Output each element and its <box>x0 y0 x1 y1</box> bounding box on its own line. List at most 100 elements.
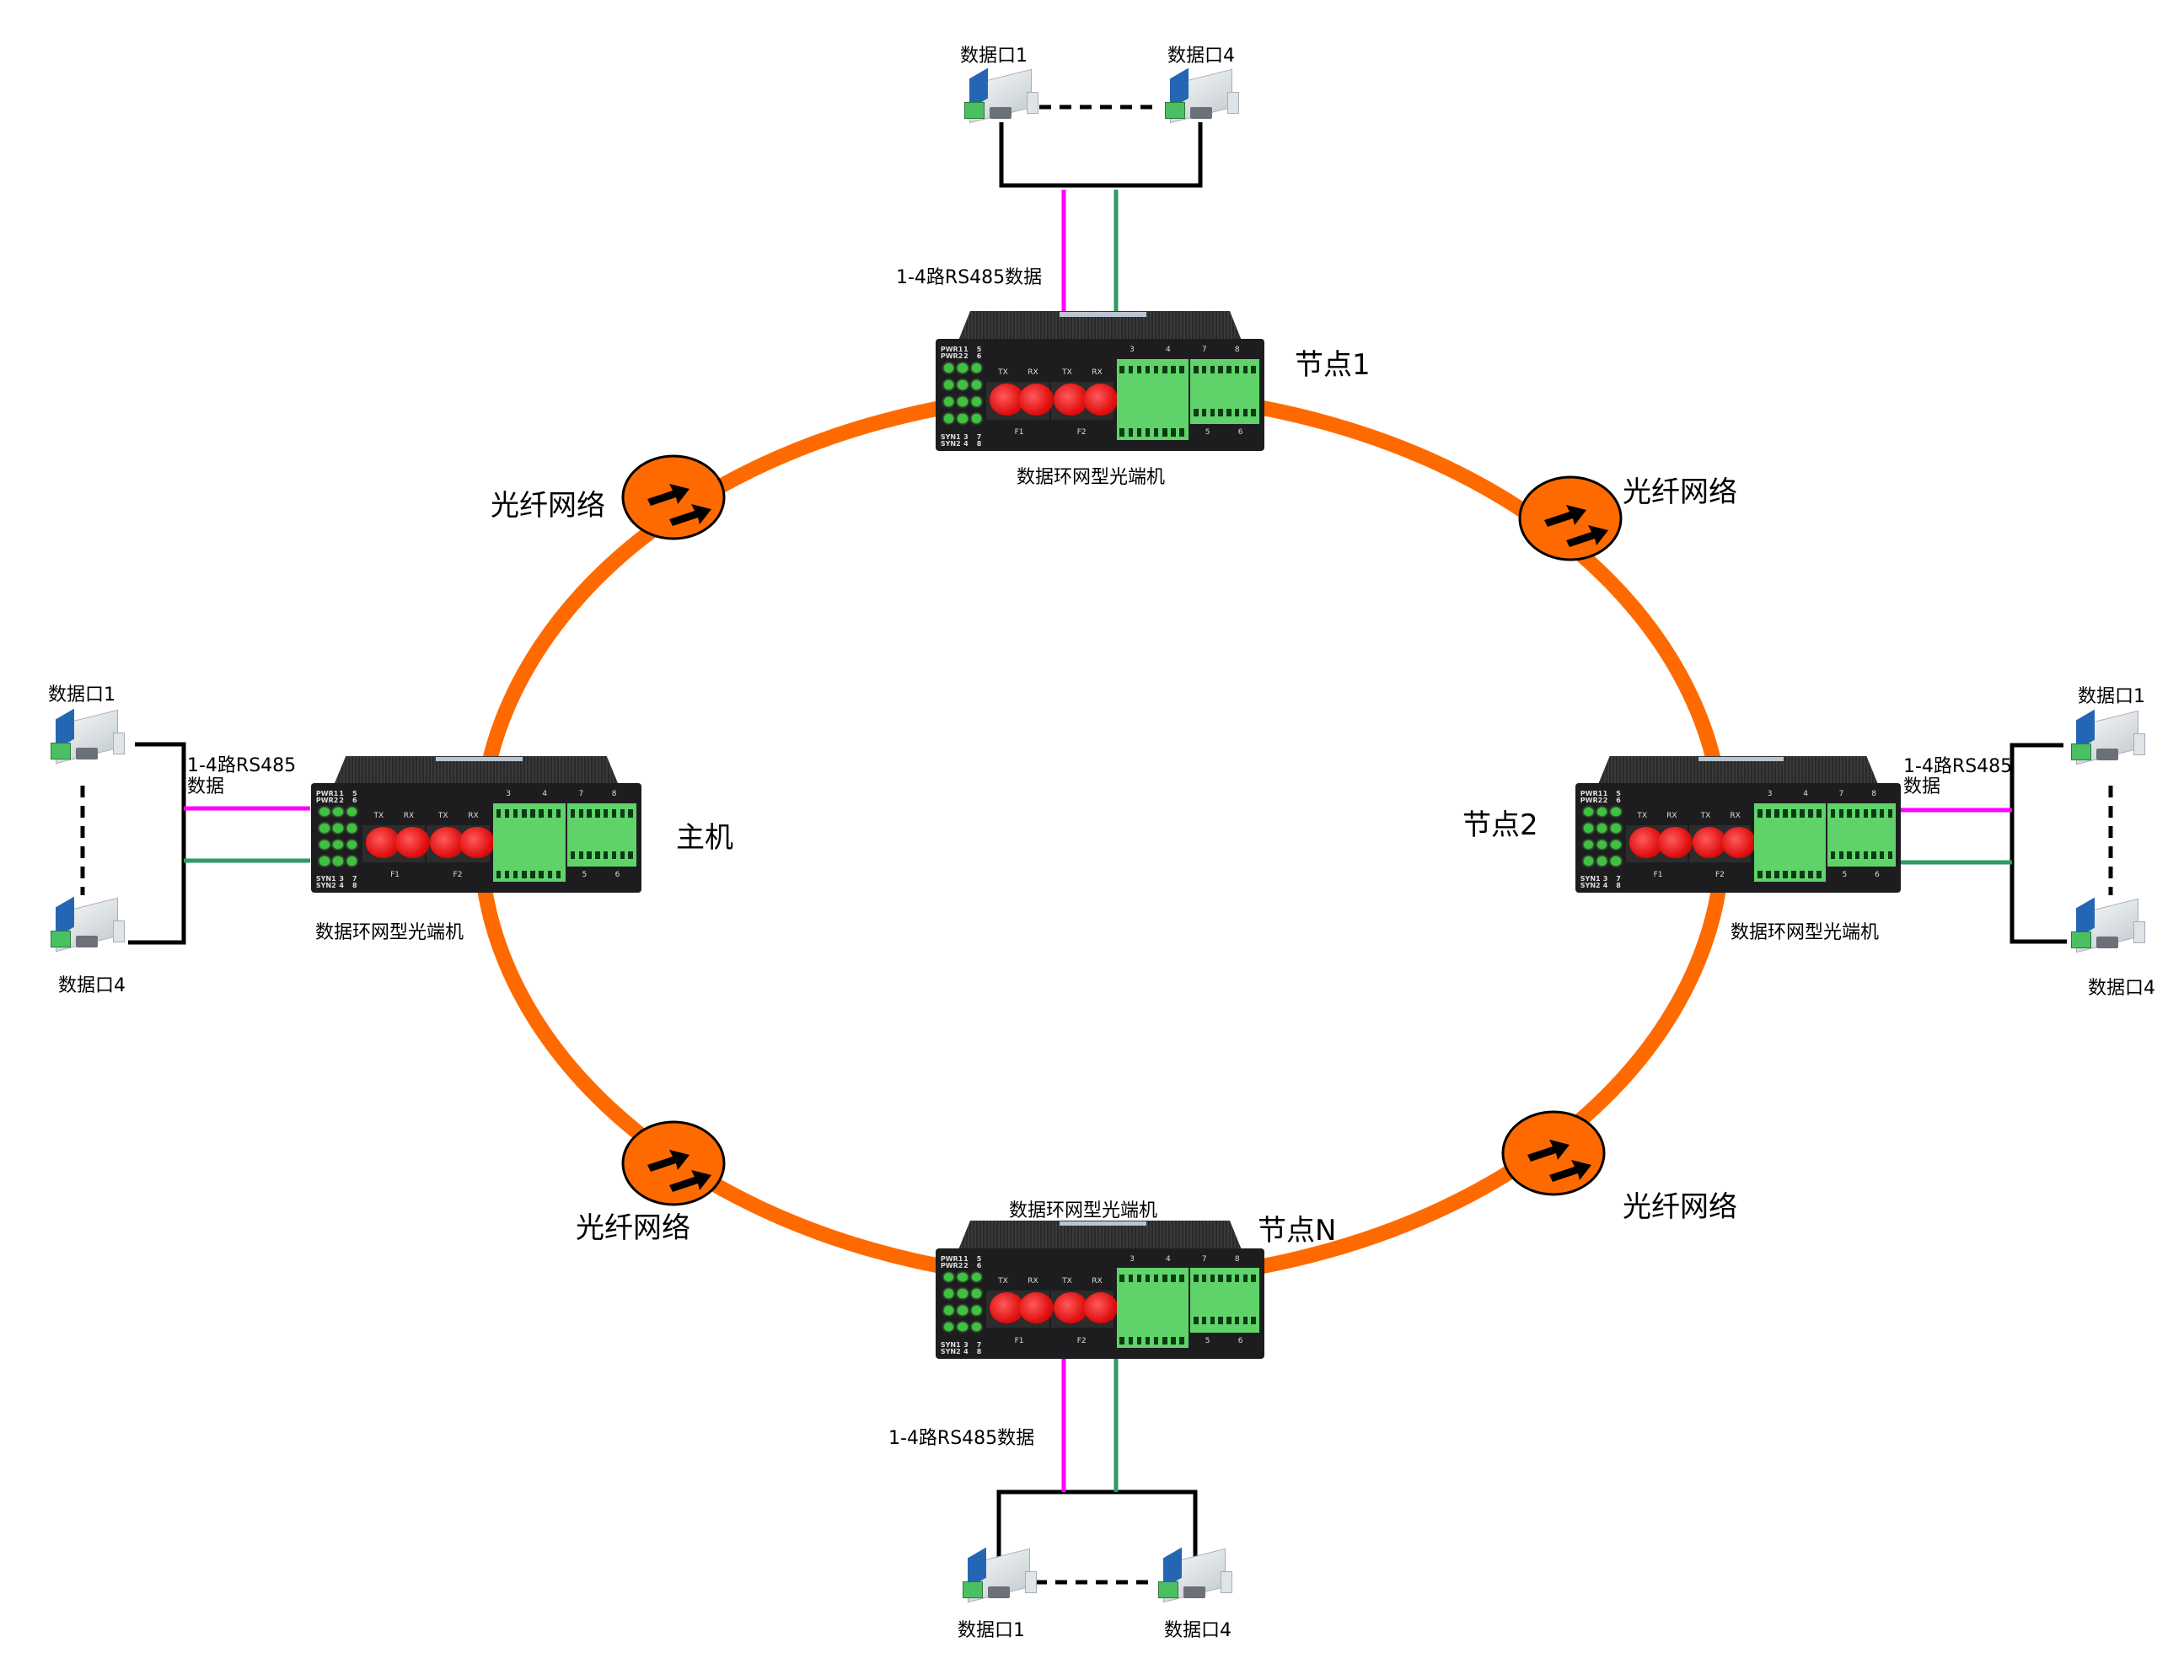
terminal-block <box>1754 802 1827 883</box>
status-led <box>958 397 968 406</box>
terminal-pin <box>1831 851 1836 859</box>
fiber-port <box>1658 827 1693 858</box>
terminal-pin <box>1808 871 1813 879</box>
terminal-group-label: 8 <box>1234 346 1240 355</box>
terminal-pin <box>1766 809 1771 818</box>
status-led <box>346 807 357 817</box>
status-led <box>971 1289 982 1298</box>
fiber-group-label: F1 <box>390 871 400 880</box>
led-number: 4 <box>963 1347 969 1355</box>
master-link-label-line1: 1-4路RS485 <box>187 755 297 776</box>
terminal-pin <box>1179 366 1184 374</box>
led-number: 2 <box>339 796 344 804</box>
fiber-port <box>1083 1292 1119 1323</box>
led-label: SYN2 <box>1580 882 1601 890</box>
led-label: SYN1 <box>940 1341 961 1349</box>
nodeN-link-label: 1-4路RS485数据 <box>888 1428 1035 1449</box>
rs485-converter <box>961 67 1038 124</box>
master-links <box>80 742 310 945</box>
fiber-port <box>1054 1292 1089 1323</box>
terminal-pin <box>1816 871 1822 879</box>
terminal-group-label: 3 <box>1767 790 1773 799</box>
status-led <box>333 824 343 833</box>
node1-bracket <box>999 122 1203 188</box>
terminal-pin <box>1863 851 1868 859</box>
terminal-pin <box>496 871 501 879</box>
status-led <box>1611 840 1621 850</box>
master-port-last-label: 数据口4 <box>58 975 126 996</box>
terminal-pin <box>1871 851 1876 859</box>
fiber-network-icon <box>620 454 727 541</box>
terminal-pin <box>1816 809 1822 818</box>
terminal-pin <box>1171 1336 1176 1345</box>
led-number: 1 <box>963 346 969 354</box>
node2-role-label: 节点2 <box>1462 808 1538 842</box>
terminal-pin <box>1128 366 1133 374</box>
terminal-pin <box>555 809 561 818</box>
terminal-pin <box>1210 408 1215 416</box>
nodeN-links <box>996 1355 1198 1585</box>
led-number: 7 <box>1616 875 1621 883</box>
fiber-port <box>990 1292 1025 1323</box>
fiber-port <box>1692 827 1727 858</box>
rs485-converter <box>1162 67 1239 124</box>
led-label: SYN2 <box>940 439 961 448</box>
status-led <box>971 1322 982 1332</box>
terminal-group-label: 6 <box>1237 428 1243 437</box>
status-led <box>1596 807 1607 817</box>
status-led <box>1583 824 1594 833</box>
terminal-pin <box>1210 1275 1215 1283</box>
terminal-pin <box>1234 1275 1240 1283</box>
terminal-pin <box>547 809 553 818</box>
terminal-block <box>492 802 566 883</box>
terminal-pin <box>1838 851 1844 859</box>
terminal-pin <box>1179 1336 1184 1345</box>
terminal-pin <box>1119 366 1124 374</box>
node2-link-label-line1: 1-4路RS485 <box>1903 756 2013 777</box>
fiber-group-label: F2 <box>1076 1336 1087 1345</box>
terminal-pin <box>1838 809 1844 818</box>
terminal-pin <box>578 851 583 859</box>
status-led <box>943 1272 954 1282</box>
fiber-port-label: RX <box>468 812 479 821</box>
terminal-block <box>1116 359 1189 440</box>
led-number: 6 <box>976 352 982 361</box>
led-label: PWR1 <box>1580 790 1603 798</box>
fiber-port-label: RX <box>1730 812 1741 821</box>
terminal-group-label: 5 <box>582 871 588 880</box>
rs485-converter <box>1155 1547 1232 1603</box>
terminal-group-label: 3 <box>506 790 511 799</box>
terminal-group-label: 7 <box>1838 790 1844 799</box>
device-status-window <box>1698 757 1784 762</box>
terminal-group-label: 8 <box>1871 790 1876 799</box>
terminal-pin <box>1136 366 1142 374</box>
led-number: 5 <box>352 790 357 798</box>
status-led <box>971 380 982 389</box>
fiber-port <box>1019 384 1054 416</box>
terminal-group-label: 4 <box>542 790 548 799</box>
terminal-pin <box>1128 1275 1133 1283</box>
status-led <box>943 1322 954 1332</box>
fiber-port <box>1083 384 1119 416</box>
fiber-port-label: TX <box>998 1276 1008 1285</box>
led-number: 8 <box>352 882 357 890</box>
fiber-group-label: F2 <box>1714 871 1725 880</box>
node1-role-label: 节点1 <box>1295 348 1371 382</box>
node1-port-first-label: 数据口1 <box>960 46 1028 67</box>
terminal-pin <box>1145 428 1151 437</box>
terminal-group-label: 3 <box>1130 346 1135 355</box>
fiber-arrows-icon <box>1518 475 1623 561</box>
status-led <box>971 363 982 373</box>
terminal-pin <box>587 809 592 818</box>
device-status-window <box>436 757 523 762</box>
terminal-pin <box>496 809 501 818</box>
terminal-pin <box>1153 366 1159 374</box>
led-number: 8 <box>976 1347 982 1355</box>
terminal-pin <box>1162 1336 1167 1345</box>
led-label: SYN1 <box>315 875 336 883</box>
terminal-pin <box>1847 809 1852 818</box>
terminal-pin <box>620 809 625 818</box>
